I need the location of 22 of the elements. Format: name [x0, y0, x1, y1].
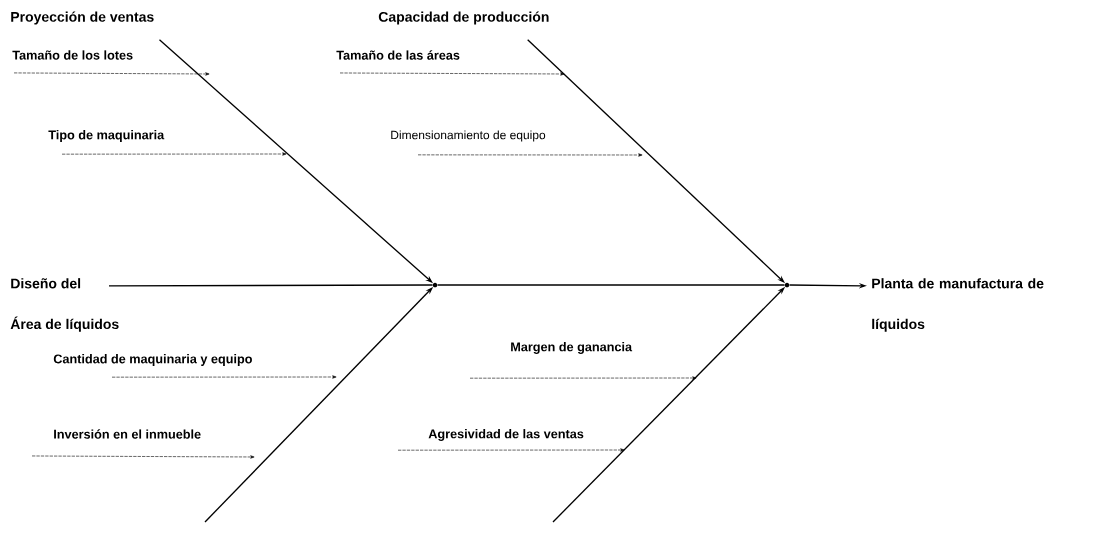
sub-cause-arrow — [61, 152, 287, 156]
sub-cause-arrow — [111, 375, 337, 379]
cause-label: Diseño del Área de líquidos — [10, 278, 119, 332]
sub-cause-label: Tipo de maquinaria — [48, 130, 165, 142]
sub-cause-label: Tamaño de los lotes — [12, 50, 133, 60]
cause-label: Proyección de ventas — [11, 11, 154, 25]
sub-cause-arrow — [469, 376, 697, 380]
sub-cause-arrow — [417, 153, 643, 157]
fishbone-line — [436, 284, 786, 286]
sub-cause-arrow — [13, 72, 210, 76]
sub-cause-label: Dimensionamiento de equipo — [391, 130, 546, 142]
cause-label: Capacidad de producción — [378, 11, 549, 25]
sub-cause-label: Margen de ganancia — [511, 342, 633, 354]
sub-cause-label: Agresividad de las ventas — [428, 429, 584, 441]
sub-cause-label: Tamaño de las áreas — [336, 50, 460, 60]
sub-cause-arrow — [31, 455, 255, 459]
effect-label: Planta de manufactura de líquidos — [872, 278, 1044, 332]
sub-cause-arrow — [397, 448, 625, 452]
fishbone-line — [108, 284, 434, 287]
sub-cause-label: Cantidad de maquinaria y equipo — [53, 354, 252, 366]
sub-cause-arrow — [339, 72, 565, 76]
sub-cause-label: Inversión en el inmueble — [54, 429, 201, 439]
